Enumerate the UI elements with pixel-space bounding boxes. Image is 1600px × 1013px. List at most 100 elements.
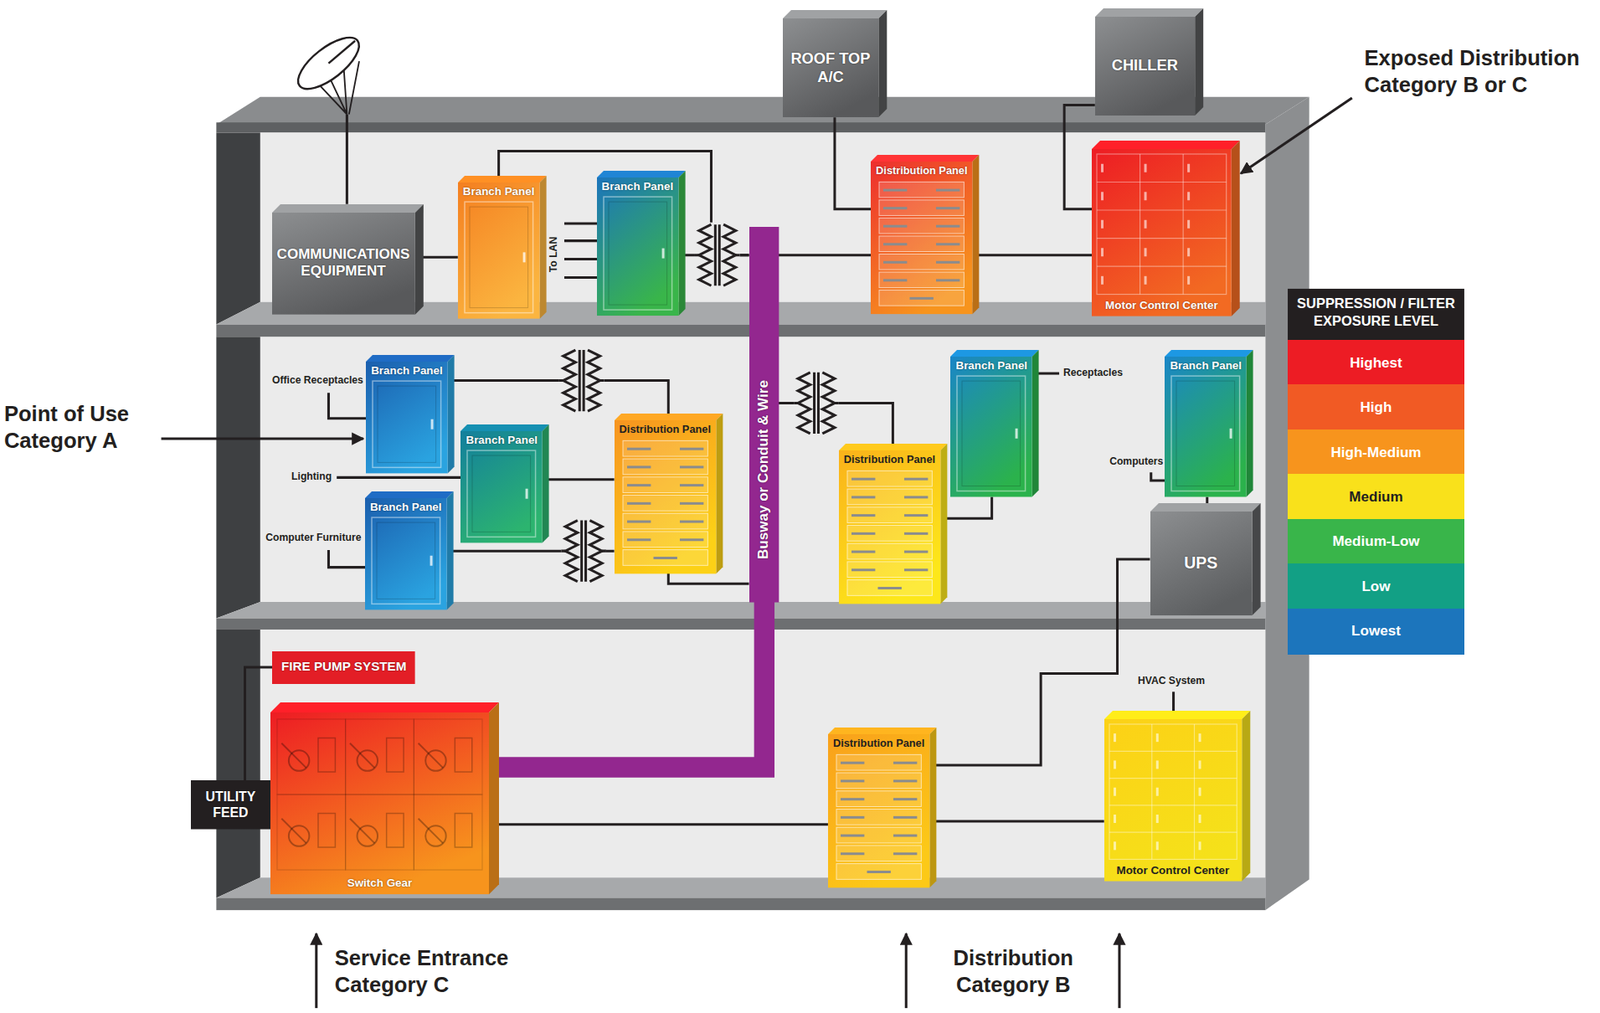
mcc-handle [1144, 276, 1148, 285]
branch-panel: Branch Panel [365, 354, 455, 474]
breaker-bar [883, 242, 907, 246]
panel-drawer [847, 543, 932, 560]
panel-drawer [836, 864, 921, 880]
transformer-symbol [694, 222, 741, 289]
breaker-bar [893, 834, 917, 838]
node-shape [614, 413, 723, 574]
breaker-bar [627, 519, 651, 523]
panel-drawer [879, 290, 964, 307]
breaker-bar [936, 225, 960, 228]
panel-drawer [847, 580, 932, 597]
panel-door-inner [472, 455, 531, 532]
breaker-bar [627, 538, 651, 541]
breaker-symbol [281, 818, 306, 843]
load-label: HVAC System [1137, 674, 1205, 688]
node-label: Branch Panel [601, 180, 674, 194]
legend-text: High [1360, 398, 1393, 417]
branch-panel: Branch Panel [457, 175, 547, 319]
load-label: Computers [744, 455, 1163, 469]
shape-front [365, 361, 448, 474]
panel-handle [431, 419, 434, 430]
legend-text: Low [1361, 577, 1390, 596]
callout-arrow [314, 933, 318, 1009]
distribution-panel: Distribution Panel [828, 727, 937, 888]
side-wall [216, 132, 260, 325]
load-label: Office Receptacles [0, 374, 364, 387]
label-box: Point of Use Category A [4, 401, 160, 455]
mcc-divider [1109, 751, 1237, 752]
load-label: Computer Furniture [0, 531, 361, 545]
breaker-bar [904, 532, 928, 536]
breaker-bar [904, 568, 928, 572]
mcc-handle [1144, 164, 1148, 173]
wire [1064, 105, 1096, 210]
label-box: SUPPRESSION / FILTER EXPOSURE LEVEL [1287, 294, 1465, 330]
callout-heading: Point of Use Category A [4, 401, 160, 455]
mcc-divider [1096, 237, 1227, 239]
shape-front [190, 780, 271, 830]
mcc-divider [1109, 777, 1237, 779]
breaker-bar [866, 870, 891, 874]
mcc-handle [1100, 220, 1104, 229]
shape-top [1095, 8, 1204, 17]
breaker-symbol [349, 818, 375, 843]
switch-cell [413, 719, 483, 795]
mcc-handle [1113, 734, 1117, 743]
panel-drawer [836, 791, 921, 808]
shape-front [1091, 149, 1232, 317]
breaker-bar [840, 779, 865, 782]
mcc-divider [1096, 181, 1227, 183]
switch-cell [413, 794, 483, 870]
panel-door-inner [962, 380, 1021, 486]
breaker-bar [936, 189, 960, 192]
wire-label: To LAN [547, 236, 561, 273]
shape-side [972, 154, 979, 314]
breaker-bar [627, 483, 651, 487]
panel-door [371, 518, 441, 605]
breaker-bar [627, 501, 651, 505]
mcc-handle [1187, 220, 1190, 229]
panel-drawer [836, 754, 921, 771]
breaker-symbol [281, 742, 306, 767]
breaker-bar [840, 834, 865, 838]
panel-drawer [622, 549, 708, 566]
panel-drawer [879, 254, 964, 271]
panel-handle [661, 247, 664, 258]
mcc-handle [1100, 164, 1104, 173]
mcc-handle [1144, 191, 1148, 201]
mcc-handle [1113, 814, 1117, 824]
panel-drawer [836, 808, 921, 825]
shape-front [1150, 511, 1253, 616]
busway-run [493, 601, 765, 767]
satellite-dish [290, 28, 368, 98]
mcc-handle [1155, 814, 1158, 824]
legend-item: Low [1287, 563, 1465, 610]
breaker-symbol [418, 818, 443, 843]
legend-text: Medium-Low [1332, 532, 1420, 551]
legend-item: Medium [1287, 473, 1465, 520]
floor-edge [216, 324, 1266, 338]
node-label: Branch Panel [370, 500, 443, 515]
breaker-bar [893, 852, 917, 855]
shape-side [678, 170, 685, 316]
panel-drawer [836, 827, 921, 844]
shape-front [828, 734, 930, 888]
breaker-bar [936, 206, 960, 210]
mcc-handle [1187, 247, 1190, 257]
mcc-handle [1198, 787, 1201, 797]
mcc-divider [1096, 266, 1227, 268]
panel-door [464, 201, 534, 314]
mcc-handle [1198, 761, 1201, 770]
panel-drawer [622, 458, 708, 475]
breaker-bar [904, 514, 928, 517]
breaker-bar [851, 496, 875, 500]
shape-side [1246, 349, 1254, 498]
switch-cell [277, 719, 346, 795]
breaker-bar [840, 797, 865, 801]
panel-handle [522, 252, 525, 263]
breaker-bar [893, 761, 917, 765]
breaker-bar [840, 761, 865, 765]
panel-door-inner [1176, 380, 1235, 486]
leader-line [1151, 472, 1168, 481]
wire [943, 497, 993, 520]
